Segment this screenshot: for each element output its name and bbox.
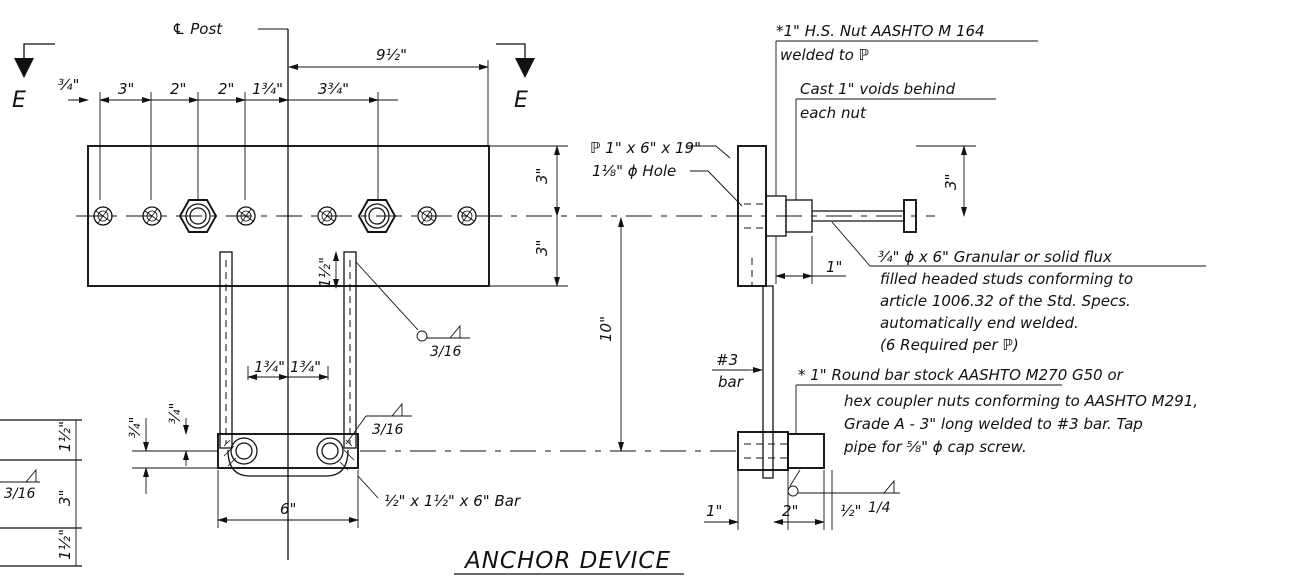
stud-6 (457, 206, 477, 226)
section-mark-right: E (496, 43, 535, 113)
svg-text:*1" H.S. Nut AASHTO M 164: *1" H.S. Nut AASHTO M 164 (776, 22, 985, 40)
side-view-bar (737, 285, 825, 479)
dim-1-bottom: 1" (704, 470, 739, 530)
svg-text:½": ½" (840, 502, 861, 520)
dim-1-5-hairpin: 1½" (316, 251, 339, 289)
svg-text:¾": ¾" (126, 417, 144, 438)
hex-nut-left (178, 199, 218, 233)
dim-chain-top: ¾" 3" 2" 2" 1¾" 3¾" (58, 76, 398, 200)
svg-text:filled headed studs conforming: filled headed studs conforming to (880, 270, 1133, 288)
anchor-plate-front (76, 145, 935, 287)
hex-nuts (178, 199, 397, 233)
svg-text:ℙ 1" x 6" x 19": ℙ 1" x 6" x 19" (590, 139, 701, 157)
svg-text:* 1" Round bar stock AASHTO M2: * 1" Round bar stock AASHTO M270 G50 or (798, 366, 1124, 384)
bar-callout: ½" x 1½" x 6" Bar (357, 475, 521, 510)
svg-text:3/16: 3/16 (4, 486, 36, 502)
svg-text:article 1006.32 of the Std. Sp: article 1006.32 of the Std. Specs. (880, 292, 1131, 310)
svg-text:pipe for ⅝" ϕ cap screw.: pipe for ⅝" ϕ cap screw. (843, 438, 1027, 456)
dim-3-4-pair: ¾" ¾" (126, 403, 218, 494)
svg-text:#3: #3 (716, 351, 738, 369)
round-bar-callout: * 1" Round bar stock AASHTO M270 G50 or … (795, 366, 1198, 456)
svg-text:2": 2" (782, 502, 798, 520)
svg-text:3": 3" (56, 490, 74, 506)
section-mark-left-label: E (12, 88, 26, 113)
svg-text:¾" ϕ x 6" Granular or solid fl: ¾" ϕ x 6" Granular or solid flux (878, 248, 1112, 266)
svg-text:1¾": 1¾" (254, 358, 285, 376)
dim-10: 10" (360, 217, 736, 452)
weld-symbol-side: 1/4 (787, 469, 900, 516)
hex-nut-right (357, 199, 397, 233)
svg-text:¾": ¾" (58, 76, 79, 94)
svg-text:1½": 1½" (56, 529, 74, 560)
stud-callout: ¾" ϕ x 6" Granular or solid flux filled … (831, 221, 1206, 354)
weld-symbol-bar: 3/16 (345, 402, 412, 445)
svg-text:9½": 9½" (376, 46, 407, 64)
dim-plate-height: 3" 3" (490, 145, 568, 287)
dim-6: 6" (217, 470, 359, 528)
svg-text:automatically end welded.: automatically end welded. (880, 314, 1079, 332)
side-view-nut (744, 195, 813, 237)
section-mark-right-label: E (514, 88, 528, 113)
svg-text:1½": 1½" (56, 421, 74, 452)
svg-text:3": 3" (118, 80, 134, 98)
hole-callout: 1⅛" ϕ Hole (592, 162, 743, 207)
svg-text:1½": 1½" (316, 257, 334, 288)
svg-text:10": 10" (597, 316, 615, 342)
section-mark-left: E (12, 43, 55, 113)
svg-text:2": 2" (170, 80, 186, 98)
stud-1 (93, 206, 113, 226)
plate-callout: ℙ 1" x 6" x 19" (590, 139, 731, 159)
svg-text:1": 1" (706, 502, 722, 520)
svg-text:1": 1" (826, 258, 842, 276)
dim-1-stud: 1" (775, 236, 846, 284)
hairpin-bar (219, 251, 357, 449)
svg-text:ANCHOR DEVICE: ANCHOR DEVICE (463, 548, 671, 574)
side-view-stud (812, 199, 917, 233)
bar3-callout: #3 bar (712, 351, 763, 391)
dim-1-75-pair: 1¾" 1¾" (247, 358, 329, 380)
svg-text:3/16: 3/16 (372, 422, 404, 438)
svg-text:each nut: each nut (800, 104, 867, 122)
svg-text:bar: bar (718, 373, 744, 391)
svg-text:3": 3" (533, 168, 551, 184)
stud-3 (236, 206, 256, 226)
svg-text:½" x 1½" x 6" Bar: ½" x 1½" x 6" Bar (384, 492, 521, 510)
svg-text:1/4: 1/4 (868, 500, 891, 516)
svg-text:1⅛" ϕ Hole: 1⅛" ϕ Hole (592, 162, 676, 180)
post-centerline-label: ℄ Post (172, 20, 289, 560)
voids-callout: Cast 1" voids behind each nut (795, 80, 996, 200)
left-section-view: 1½" 3" 1½" 3/16 (0, 419, 82, 567)
svg-text:3": 3" (533, 240, 551, 256)
dim-9-5: 9½" (288, 46, 489, 146)
stud-5 (417, 206, 437, 226)
svg-text:(6 Required per ℙ): (6 Required per ℙ) (880, 336, 1019, 354)
stud-holes (93, 206, 477, 226)
svg-text:¾": ¾" (166, 403, 184, 424)
svg-text:welded to ℙ: welded to ℙ (780, 46, 869, 64)
stud-4 (317, 206, 337, 226)
dim-3-side: 3" (916, 145, 976, 217)
svg-text:6": 6" (280, 500, 296, 518)
dim-half-bottom: ½" (823, 470, 861, 530)
svg-text:hex coupler nuts conforming to: hex coupler nuts conforming to AASHTO M2… (844, 392, 1198, 410)
svg-text:3/16: 3/16 (430, 344, 462, 360)
svg-text:2": 2" (218, 80, 234, 98)
svg-text:3¾": 3¾" (318, 80, 349, 98)
svg-text:℄ Post: ℄ Post (172, 20, 223, 38)
dim-2-bottom: 2" (773, 470, 825, 530)
stud-2 (142, 206, 162, 226)
drawing-title: ANCHOR DEVICE (454, 548, 684, 575)
weld-symbol-hairpin: 3/16 (355, 261, 470, 360)
svg-text:1¾": 1¾" (252, 80, 283, 98)
svg-text:3": 3" (942, 174, 960, 190)
svg-text:1¾": 1¾" (290, 358, 321, 376)
svg-text:Grade A - 3" long welded to #3: Grade A - 3" long welded to #3 bar. Tap (844, 415, 1143, 433)
nut-callout: *1" H.S. Nut AASHTO M 164 welded to ℙ (775, 22, 1038, 196)
svg-text:Cast 1" voids behind: Cast 1" voids behind (800, 80, 956, 98)
